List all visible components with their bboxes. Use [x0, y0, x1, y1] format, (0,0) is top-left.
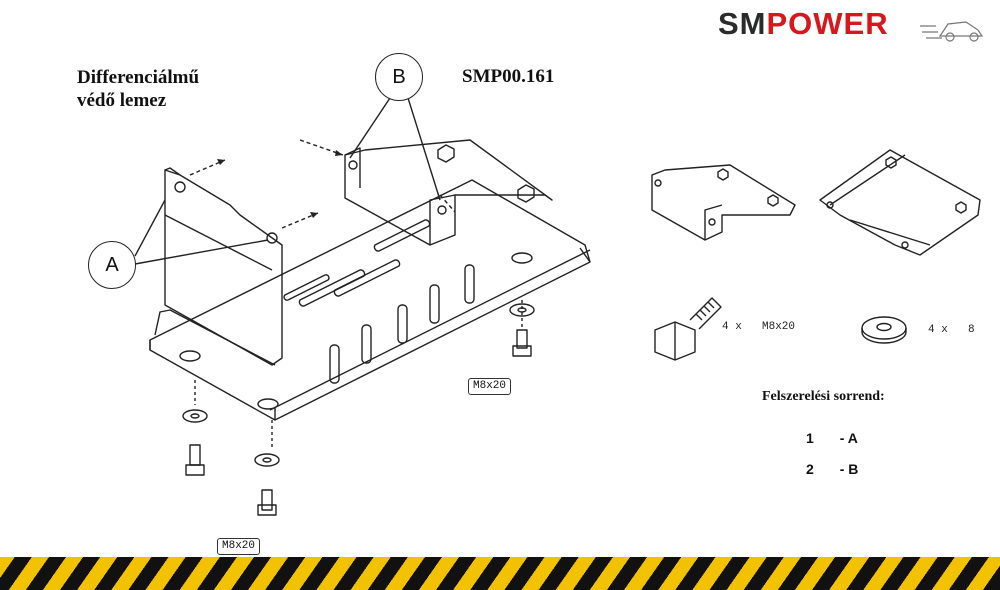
washer-icon: [861, 316, 907, 344]
washer-qty: 4 x: [928, 324, 948, 336]
assembly-step-2: 2 - B: [806, 461, 858, 477]
direction-arrows: [189, 139, 456, 229]
bracket-a-detail: [819, 149, 981, 256]
logo-power: POWER: [766, 6, 889, 41]
assembly-order-title: Felszerelési sorrend:: [762, 389, 885, 404]
bolt-qty: 4 x: [722, 321, 742, 333]
product-title: Differenciálmű védő lemez: [77, 66, 199, 112]
bolt-label-right: M8x20: [468, 378, 512, 395]
step-number: 2: [806, 461, 814, 477]
callout-b: B: [375, 53, 423, 101]
step-number: 1: [806, 430, 814, 446]
washer-size: 8: [968, 324, 975, 336]
bracket-b-detail: [651, 164, 796, 241]
skid-plate: [149, 179, 591, 421]
product-title-line2: védő lemez: [77, 90, 167, 111]
bolt-icon: [654, 297, 722, 361]
bolt-stack-left: [182, 300, 535, 516]
product-code: SMP00.161: [462, 66, 555, 87]
hazard-stripe-footer: [0, 557, 1000, 590]
step-part: - A: [839, 430, 858, 446]
callout-a: A: [88, 241, 136, 289]
brand-logo: SMPOWER: [718, 6, 889, 42]
bracket-b: [344, 139, 553, 246]
assembly-step-1: 1 - A: [806, 430, 858, 446]
step-part: - B: [839, 461, 859, 477]
bracket-a: [164, 167, 283, 366]
callout-b-leaders: [349, 97, 441, 201]
logo-car-icon: [920, 21, 984, 42]
logo-sm: SM: [718, 6, 767, 41]
bolt-label-left: M8x20: [217, 538, 261, 555]
callout-a-leaders: [134, 199, 269, 265]
product-title-line1: Differenciálmű: [77, 67, 200, 88]
bolt-size: M8x20: [762, 321, 796, 333]
